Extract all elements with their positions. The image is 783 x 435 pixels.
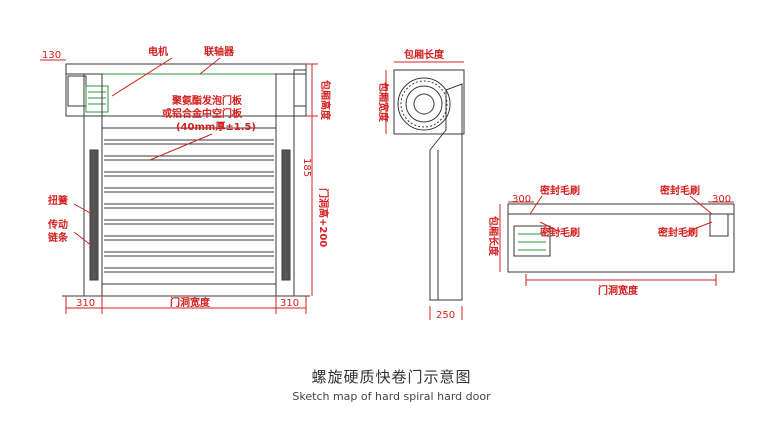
dim-130: 130 (42, 50, 61, 61)
side-box (393, 69, 465, 135)
seal-brush-label-3: 密封毛刷 (540, 226, 580, 239)
caption-chinese: 螺旋硬质快卷门示意图 (311, 368, 472, 386)
spiral-track (400, 80, 448, 128)
panel-label-line3: (40mm厚±1.5) (176, 121, 256, 133)
top-right-block (709, 213, 729, 237)
dim-310-left: 310 (76, 298, 95, 309)
front-view (40, 57, 318, 314)
door-slats (104, 139, 274, 273)
top-dim-300-right: 300 (712, 194, 731, 205)
side-column (429, 83, 463, 301)
dim-310-right: 310 (280, 298, 299, 309)
right-chain (281, 149, 291, 281)
spiral-inner (413, 93, 435, 115)
door-panel-area (101, 127, 277, 285)
chain-label-line1: 传动 (47, 218, 68, 231)
spiral-outer (397, 77, 451, 131)
top-opening-width-label: 门洞宽度 (598, 284, 639, 297)
top-view (499, 195, 735, 286)
opening-height-label: 门洞高+200 (317, 188, 330, 247)
box-height-label: 包厢高度 (319, 80, 332, 121)
dim-185: 185 (301, 158, 312, 177)
caption-english: Sketch map of hard spiral hard door (292, 390, 491, 403)
top-box-length-label: 包厢长度 (487, 216, 500, 257)
seal-brush-label-4: 密封毛刷 (658, 226, 698, 239)
left-chain (89, 149, 99, 281)
motor-block (67, 75, 87, 107)
side-box-length-label: 包厢长度 (404, 48, 445, 61)
right-end-block (293, 69, 307, 107)
motor-label: 电机 (148, 45, 168, 58)
side-box-width-label: 包厢宽度 (377, 82, 390, 123)
chain-label-line2: 链条 (47, 231, 69, 244)
header-top-band (65, 63, 307, 75)
seal-brush-label-2: 密封毛刷 (660, 184, 700, 197)
side-view (385, 61, 465, 320)
top-outline (507, 203, 735, 273)
panel-label-line2: 或铝合金中空门板 (162, 107, 243, 120)
top-dim-300-left: 300 (512, 194, 531, 205)
motor-gear (85, 85, 109, 113)
spring-label: 扭簧 (48, 194, 68, 207)
spiral-mid (405, 85, 443, 123)
coupling-label: 联轴器 (204, 45, 235, 58)
top-motor-block (513, 225, 551, 257)
dim-250: 250 (436, 310, 455, 321)
seal-brush-label-1: 密封毛刷 (540, 184, 580, 197)
opening-width-label: 门洞宽度 (170, 296, 211, 309)
panel-label-line1: 聚氨酯发泡门板 (171, 94, 243, 107)
